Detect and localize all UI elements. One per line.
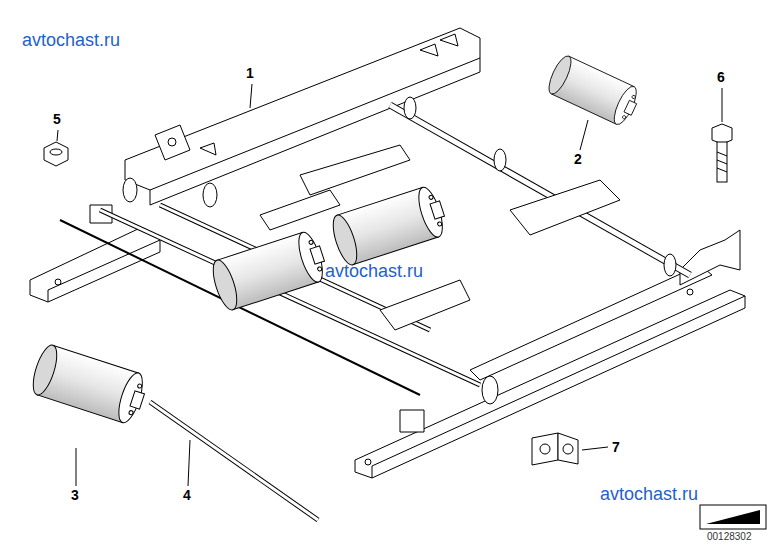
drawing-number: 00128302 <box>707 532 752 542</box>
callout-number: 5 <box>53 112 61 126</box>
callout-number: 4 <box>183 488 191 502</box>
watermark: avtochast.ru <box>325 262 423 280</box>
callout-number: 3 <box>71 488 79 502</box>
watermark: avtochast.ru <box>22 31 120 49</box>
callout-number: 7 <box>612 440 620 454</box>
callout-number: 2 <box>574 152 582 166</box>
callout-number: 6 <box>717 70 725 84</box>
callout-number: 1 <box>246 66 254 80</box>
watermark: avtochast.ru <box>600 485 698 503</box>
